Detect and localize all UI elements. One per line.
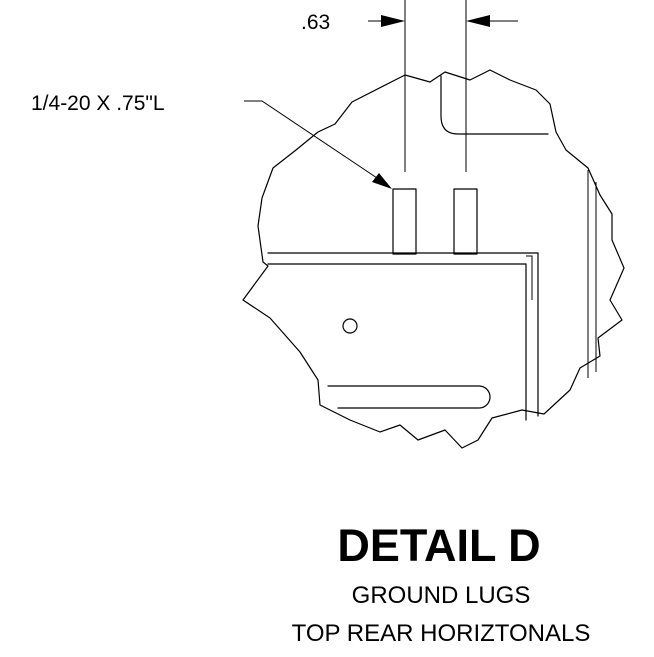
detail-title: DETAIL D	[337, 520, 540, 571]
slotted-hole	[327, 385, 491, 409]
detail-subtitle-line2: TOP REAR HORIZTONALS	[292, 620, 591, 647]
ground-lug-stud-left	[392, 188, 417, 255]
mounting-hole	[342, 318, 358, 334]
bolt-callout-label: 1/4-20 X .75"L	[31, 92, 165, 115]
angle-corner-detail	[526, 255, 533, 300]
ground-lug-stud-right	[453, 188, 478, 255]
dim-arrowhead-right	[466, 15, 490, 27]
vertical-member-edge	[440, 75, 549, 135]
dimension-spacing-label: .63	[301, 11, 330, 34]
breakout-outline	[242, 69, 625, 449]
detail-subtitle-line1: GROUND LUGS	[352, 582, 531, 609]
dim-arrowhead-left	[381, 15, 405, 27]
bolt-leader-line	[244, 100, 387, 185]
bolt-leader-arrowhead	[372, 173, 392, 189]
